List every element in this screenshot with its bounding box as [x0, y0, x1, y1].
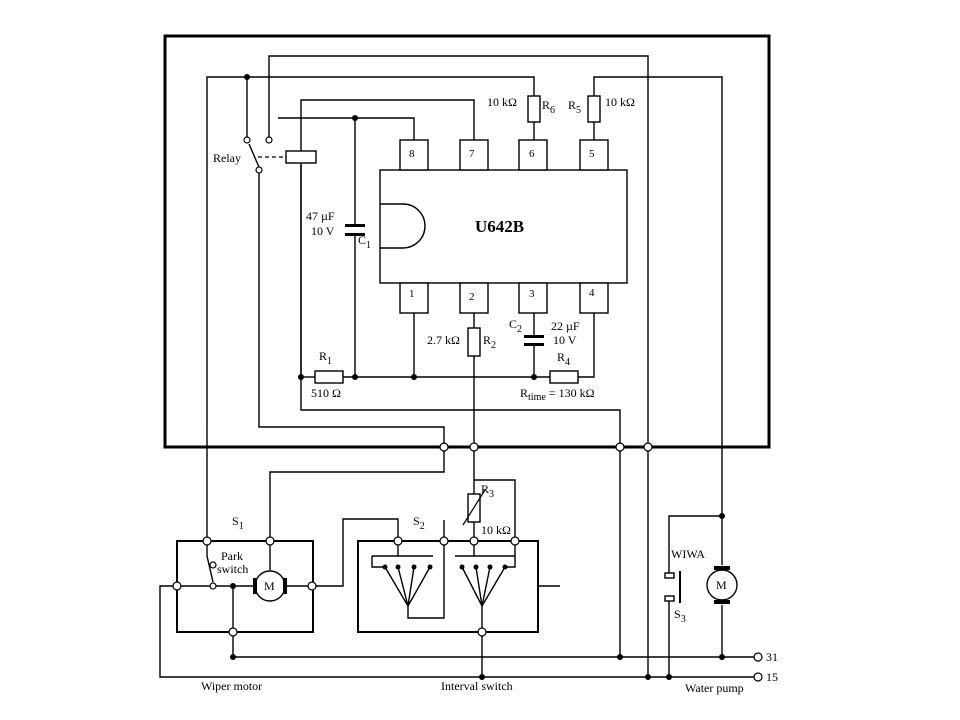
external-wiring — [159, 420, 755, 678]
s3-label: S3 — [674, 607, 686, 625]
relay-contact-a — [243, 136, 251, 144]
relay-contact-c — [255, 166, 263, 174]
r2-label: R2 — [483, 333, 496, 351]
c1-value-2: 10 V — [311, 224, 335, 238]
ic-notch — [380, 203, 426, 249]
terminal-31-label: 31 — [766, 650, 778, 664]
wiper-motor-unit: M S1 Park switch — [172, 514, 317, 637]
ic-pin-8-label: 8 — [409, 148, 415, 160]
interval-switch-unit: S2 — [357, 514, 560, 637]
ic-pins-top: 8 7 6 5 — [399, 139, 609, 171]
ic-pin-3-label: 3 — [529, 288, 535, 300]
caption-water-pump: Water pump — [685, 681, 744, 695]
relay-coil — [285, 150, 317, 164]
r-time-label: Rtime = 130 kΩ — [520, 386, 595, 403]
internal-wiring — [206, 55, 723, 447]
terminal-31 — [753, 652, 763, 662]
c2-label: C2 — [509, 317, 522, 335]
r5-value: 10 kΩ — [605, 95, 635, 109]
r6-value: 10 kΩ — [487, 95, 517, 109]
relay-contact-b — [265, 136, 273, 144]
ic-pin-4-label: 4 — [589, 287, 595, 299]
c1-label: C1 — [358, 233, 371, 251]
ic-pin-3 — [518, 282, 548, 314]
resistor-r5: 10 kΩ R5 — [568, 95, 635, 123]
ic-pin-5-label: 5 — [589, 148, 595, 160]
junctions-external — [230, 622, 725, 680]
r1-label: R1 — [319, 349, 332, 367]
wiwa-label: WIWA — [671, 547, 705, 561]
park-label-2: switch — [217, 562, 248, 576]
c2-value-1: 22 µF — [551, 319, 580, 333]
ic-pin-7 — [459, 139, 489, 171]
ic-pin-2 — [459, 282, 489, 314]
terminal-15 — [753, 672, 763, 682]
park-label-1: Park — [221, 549, 243, 563]
resistor-r6: 10 kΩ R6 — [487, 95, 555, 123]
ic-pin-2-label: 2 — [469, 291, 475, 303]
ic-pin-1-label: 1 — [409, 288, 415, 300]
c1-value-1: 47 µF — [306, 209, 335, 223]
wiper-motor-m: M — [264, 579, 275, 593]
water-pump-unit: M WIWA S3 — [664, 513, 738, 625]
s1-label: S1 — [232, 514, 244, 532]
capacitor-c1: 47 µF 10 V C1 — [306, 209, 371, 251]
caption-wiper-motor: Wiper motor — [201, 679, 262, 693]
ic-pin-4 — [579, 282, 609, 314]
s2-label: S2 — [413, 514, 425, 532]
c2-value-2: 10 V — [553, 333, 577, 347]
junctions-internal — [244, 74, 537, 380]
capacitor-c2: C2 22 µF 10 V — [509, 317, 580, 347]
resistor-r3: R3 10 kΩ — [462, 482, 511, 537]
supply-terminals: 31 15 — [753, 650, 778, 684]
ic-body — [379, 169, 628, 284]
resistor-r2: 2.7 kΩ R2 — [427, 327, 496, 357]
r3-value: 10 kΩ — [481, 523, 511, 537]
resistor-r1: R1 510 Ω — [311, 349, 344, 400]
r2-value: 2.7 kΩ — [427, 333, 460, 347]
ic-pins-bottom: 1 2 3 4 — [399, 282, 609, 314]
terminal-15-label: 15 — [766, 670, 778, 684]
r1-value: 510 Ω — [311, 386, 341, 400]
relay-label: Relay — [213, 151, 241, 165]
ic-pin-6 — [518, 139, 548, 171]
resistor-r4: R4 Rtime = 130 kΩ — [520, 350, 595, 403]
r3-label: R3 — [481, 482, 494, 500]
caption-interval-switch: Interval switch — [441, 679, 513, 693]
ic-pin-6-label: 6 — [529, 148, 535, 160]
r6-label: R6 — [542, 98, 555, 116]
module-enclosure — [163, 34, 771, 449]
water-pump-m: M — [716, 578, 727, 592]
r5-label: R5 — [568, 98, 581, 116]
ic-pin-7-label: 7 — [469, 148, 475, 160]
ic-name: U642B — [475, 217, 524, 236]
relay: Relay — [213, 136, 317, 174]
r4-label: R4 — [557, 350, 570, 368]
